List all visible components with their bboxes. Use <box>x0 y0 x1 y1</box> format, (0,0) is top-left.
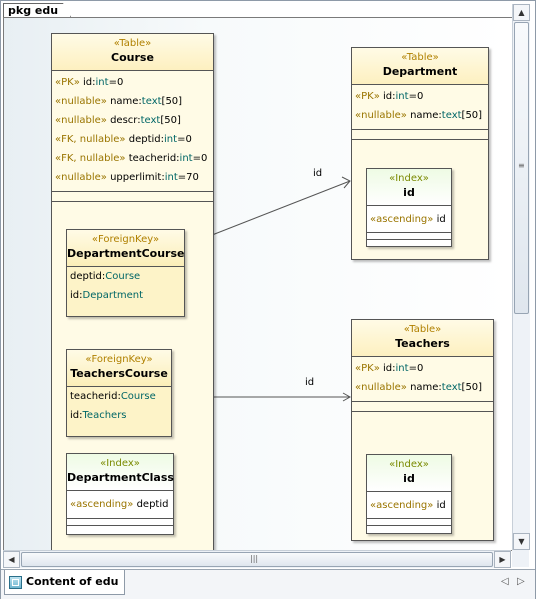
index-department-class-row[interactable]: «ascending» deptid <box>70 499 169 510</box>
fk-department-course-name: DepartmentCourse <box>67 247 185 260</box>
package-tab[interactable]: pkg edu <box>3 3 72 17</box>
course-divider-1 <box>52 191 213 201</box>
index-teachers-id-name: id <box>403 472 415 485</box>
scroll-right-button[interactable]: ▶ <box>494 551 511 568</box>
index-department-class-name: DepartmentClass <box>67 471 174 484</box>
scroll-left-button[interactable]: ◀ <box>3 551 20 568</box>
teachers-attr-id[interactable]: «PK» id:int=0 <box>355 363 424 374</box>
table-department-name: Department <box>382 65 458 78</box>
fk-department-course-row-1[interactable]: deptid:Course <box>70 271 141 282</box>
fk-department-course[interactable]: «ForeignKey» DepartmentCourse deptid:Cou… <box>66 229 185 317</box>
diagram-icon <box>9 575 22 589</box>
table-department-stereotype: «Table» <box>401 52 439 63</box>
content-tab[interactable]: Content of edu <box>4 570 126 595</box>
content-tab-label: Content of edu <box>26 575 119 588</box>
index-department-id-name: id <box>403 186 415 199</box>
index-department-class[interactable]: «Index» DepartmentClass «ascending» dept… <box>66 453 174 535</box>
horizontal-scrollbar[interactable]: ◀ ||| ▶ <box>3 550 511 568</box>
fk-department-course-header: «ForeignKey» DepartmentCourse <box>67 230 184 267</box>
index-teachers-id-stereotype: «Index» <box>389 459 429 470</box>
edge-teachers-arrowhead <box>342 392 352 402</box>
department-divider-2 <box>352 139 488 140</box>
bottom-tab-bar: Content of edu ◁ ▷ <box>1 569 535 599</box>
tab-prev-button[interactable]: ◁ <box>501 576 509 587</box>
edge-department-arrowhead <box>341 176 351 189</box>
table-course-name: Course <box>111 51 154 64</box>
index-department-id-header: «Index» id <box>367 169 451 206</box>
department-divider-1 <box>352 129 488 139</box>
fk-teachers-course-row-2[interactable]: id:Teachers <box>70 410 127 421</box>
index-department-class-divider-1 <box>67 518 173 525</box>
table-teachers-attributes: «PK» id:int=0 «nullable» name:text[50] <box>352 357 493 397</box>
fk-teachers-course-stereotype: «ForeignKey» <box>85 354 153 365</box>
edge-label-teachers: id <box>305 377 315 388</box>
vertical-scrollbar[interactable]: ▲ ≡ ▼ <box>512 4 530 550</box>
horizontal-scroll-thumb[interactable]: ||| <box>21 552 493 567</box>
fk-department-course-row-2[interactable]: id:Department <box>70 290 144 301</box>
teachers-divider-1 <box>352 401 493 411</box>
diagram-canvas[interactable]: id id «Table» Course «PK» id:int=0 «null… <box>3 17 513 551</box>
table-teachers-header: «Table» Teachers <box>352 320 493 357</box>
index-department-id[interactable]: «Index» id «ascending» id <box>366 168 452 247</box>
fk-department-course-stereotype: «ForeignKey» <box>91 234 160 245</box>
scroll-down-button[interactable]: ▼ <box>513 533 530 550</box>
tab-next-button[interactable]: ▷ <box>517 576 525 587</box>
course-attr-upperlimit[interactable]: «nullable» upperlimit:int=70 <box>55 172 199 183</box>
table-department-header: «Table» Department <box>352 48 488 85</box>
course-attr-name[interactable]: «nullable» name:text[50] <box>55 96 183 107</box>
fk-teachers-course-header: «ForeignKey» TeachersCourse <box>67 350 171 387</box>
index-department-id-divider-2 <box>367 239 451 240</box>
index-department-id-divider-1 <box>367 232 451 239</box>
index-teachers-id-divider-2 <box>367 525 451 526</box>
course-attr-descr[interactable]: «nullable» descr:text[50] <box>55 115 181 126</box>
fk-teachers-course-name: TeachersCourse <box>70 367 168 380</box>
table-course-stereotype: «Table» <box>113 38 152 49</box>
table-department-attributes: «PK» id:int=0 «nullable» name:text[50] <box>352 85 488 125</box>
table-teachers-stereotype: «Table» <box>403 324 442 335</box>
teachers-attr-name[interactable]: «nullable» name:text[50] <box>355 382 483 393</box>
table-course-attributes: «PK» id:int=0 «nullable» name:text[50] «… <box>52 71 213 187</box>
scroll-up-button[interactable]: ▲ <box>513 4 530 21</box>
horizontal-grip-icon: ||| <box>250 554 259 563</box>
fk-teachers-course-row-1[interactable]: teacherid:Course <box>70 391 156 402</box>
index-teachers-id-row[interactable]: «ascending» id <box>370 500 446 511</box>
table-course-header: «Table» Course <box>52 34 213 71</box>
fk-teachers-course[interactable]: «ForeignKey» TeachersCourse teacherid:Co… <box>66 349 172 437</box>
index-department-class-divider-2 <box>67 525 173 526</box>
course-attr-deptid[interactable]: «FK, nullable» deptid:int=0 <box>55 134 192 145</box>
table-teachers-name: Teachers <box>395 337 450 350</box>
vertical-scroll-thumb[interactable]: ≡ <box>514 22 529 314</box>
vertical-grip-icon: ≡ <box>518 161 525 170</box>
course-attr-id[interactable]: «PK» id:int=0 <box>55 77 124 88</box>
course-attr-teacherid[interactable]: «FK, nullable» teacherid:int=0 <box>55 153 208 164</box>
index-teachers-id[interactable]: «Index» id «ascending» id <box>366 454 452 534</box>
index-teachers-id-header: «Index» id <box>367 455 451 492</box>
teachers-divider-2 <box>352 411 493 412</box>
index-department-id-stereotype: «Index» <box>389 173 429 184</box>
index-department-class-header: «Index» DepartmentClass <box>67 454 174 491</box>
department-attr-name[interactable]: «nullable» name:text[50] <box>355 110 483 121</box>
edge-label-department: id <box>313 168 323 179</box>
index-department-class-stereotype: «Index» <box>100 458 140 469</box>
index-teachers-id-divider-1 <box>367 518 451 525</box>
department-attr-id[interactable]: «PK» id:int=0 <box>355 91 424 102</box>
scrollbar-corner <box>512 550 529 567</box>
course-divider-2 <box>52 201 213 202</box>
index-department-id-row[interactable]: «ascending» id <box>370 214 446 225</box>
